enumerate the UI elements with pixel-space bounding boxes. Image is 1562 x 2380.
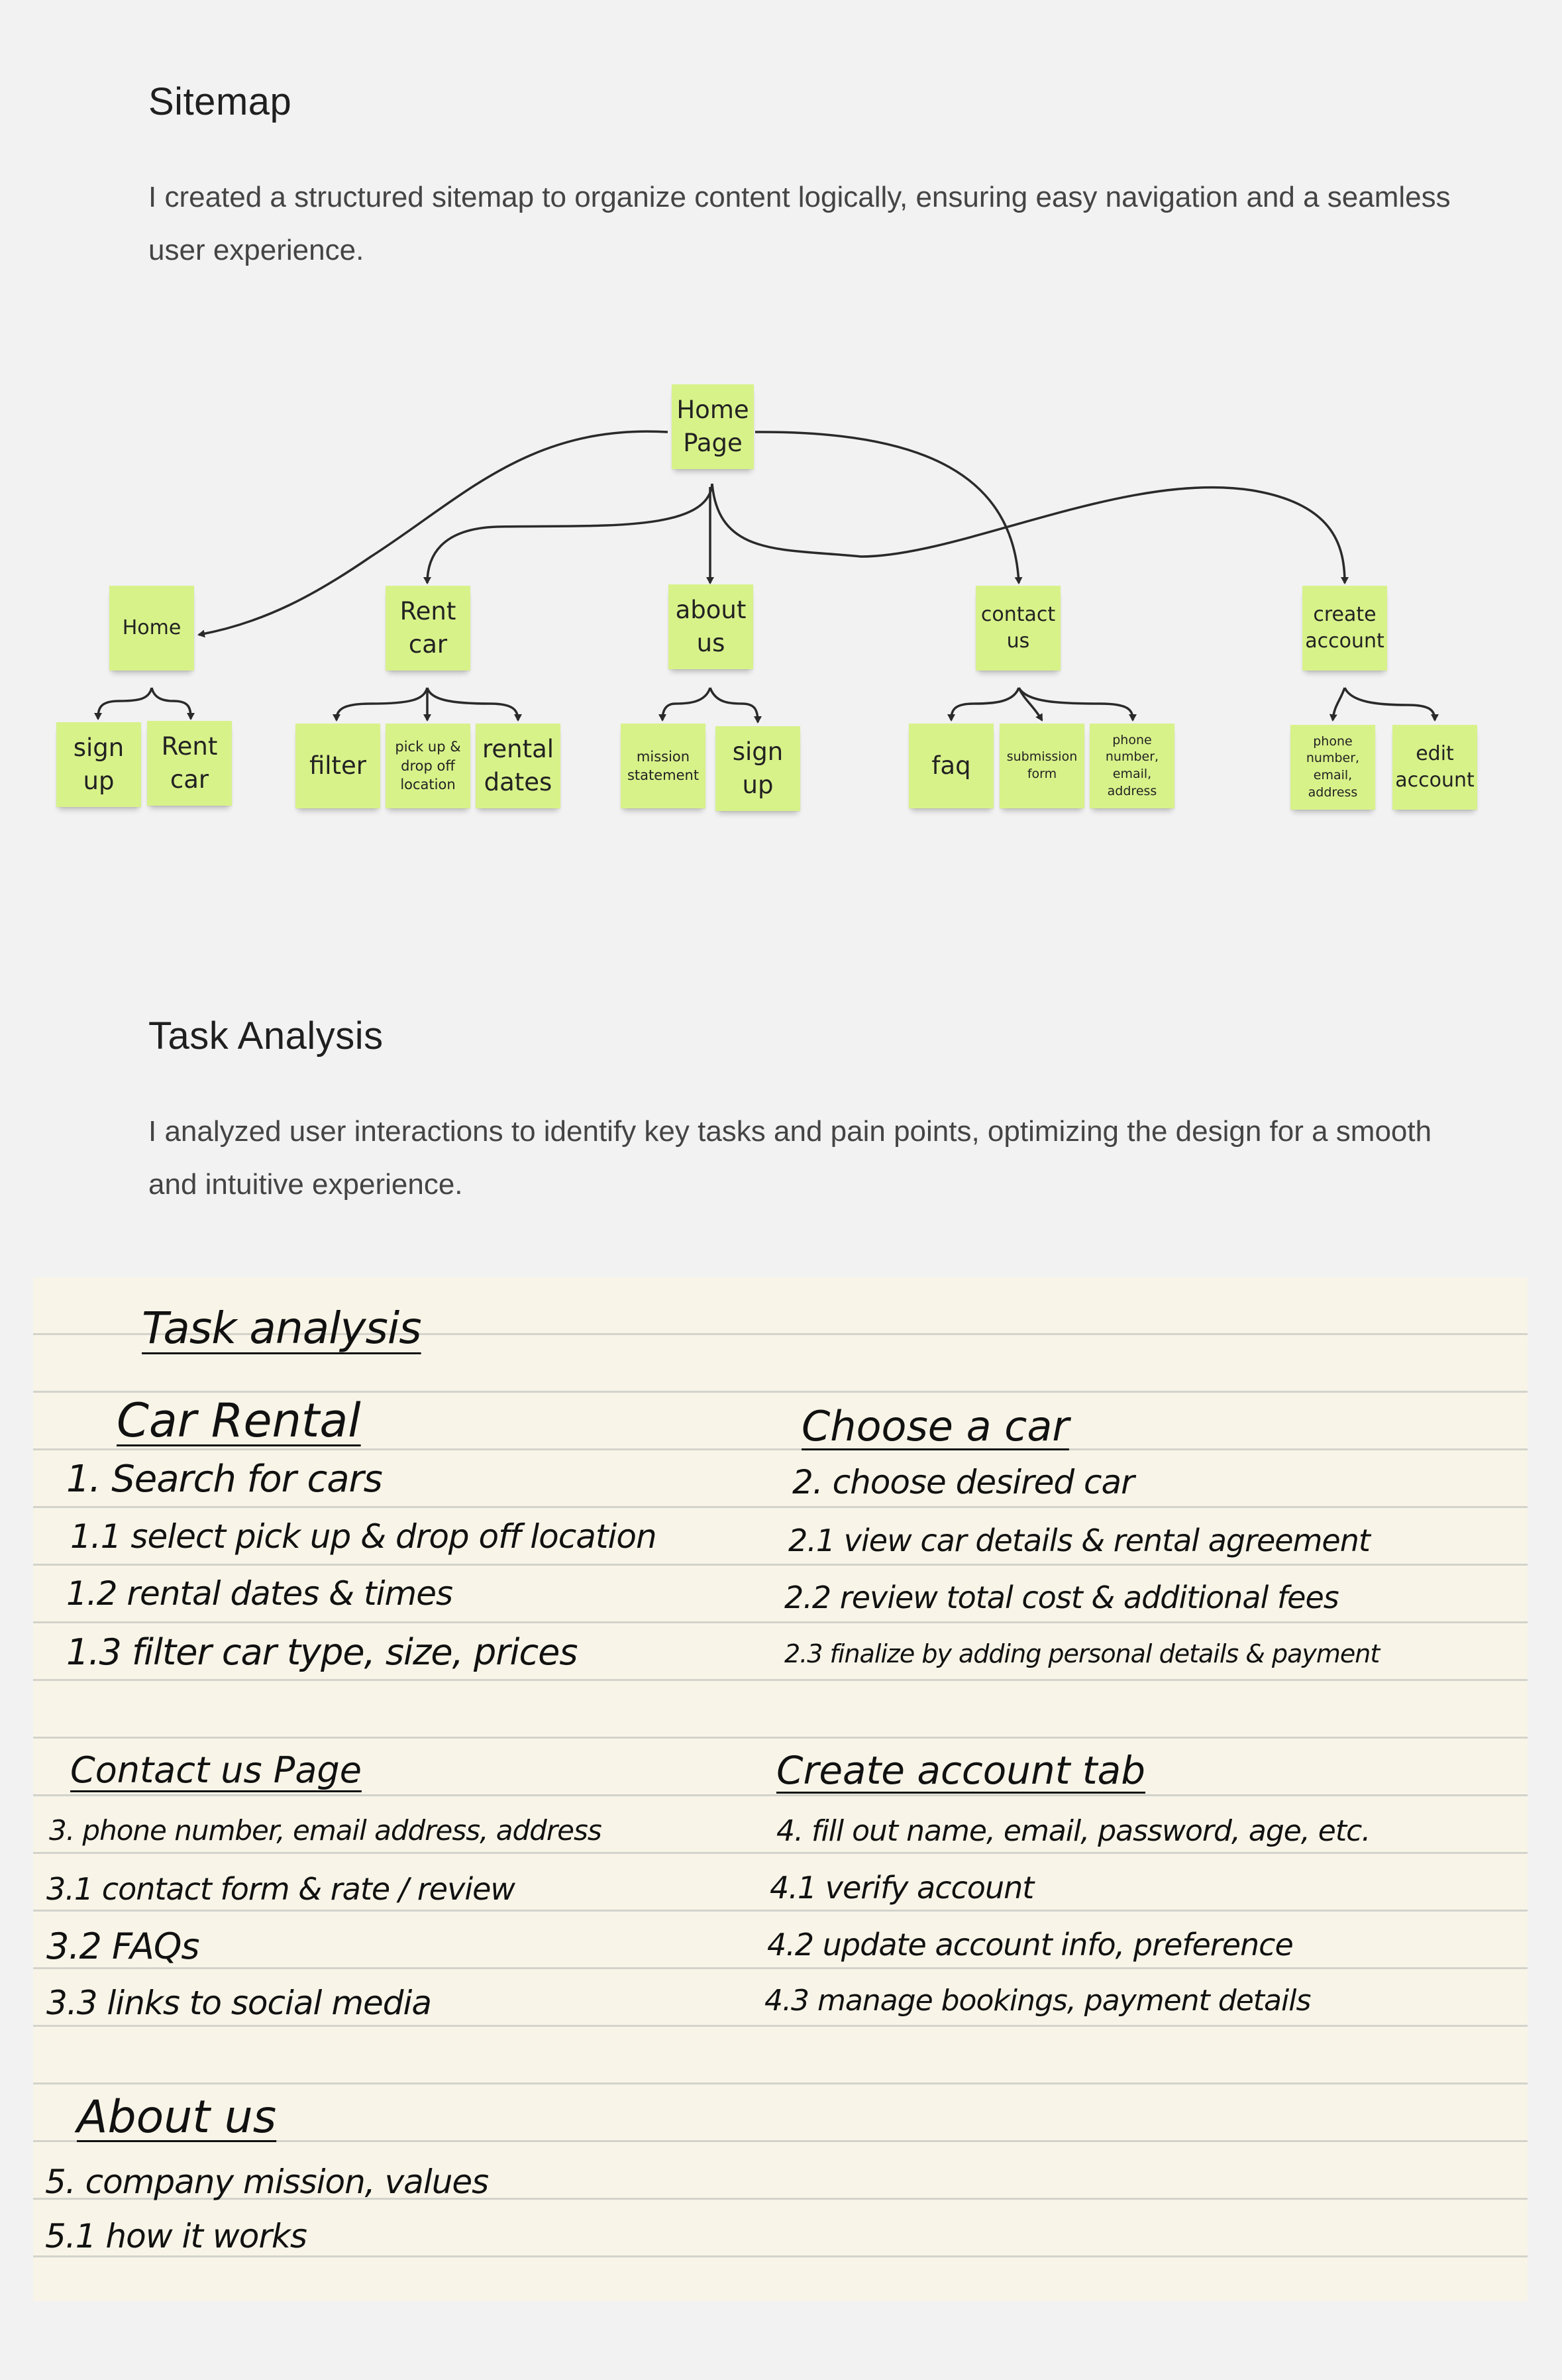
notebook-heading: Task analysis: [142, 1303, 422, 1354]
sitemap-section-note: Home: [109, 586, 194, 671]
task-item: 2.3 finalize by adding personal details …: [784, 1639, 1380, 1668]
sitemap-child-note: Rent car: [147, 721, 232, 806]
group-title: Choose a car: [802, 1402, 1069, 1450]
sitemap-child-note: pick up & drop off location: [386, 724, 470, 808]
task-analysis-description: I analyzed user interactions to identify…: [148, 1115, 1432, 1201]
connector-home: [197, 430, 668, 638]
task-item: 1.3 filter car type, size, prices: [66, 1631, 578, 1673]
task-item: 5. company mission, values: [45, 2163, 489, 2201]
sitemap-diagram: Home Page Home sign up Rent car Rent car…: [0, 358, 1562, 861]
sitemap-title: Sitemap: [148, 80, 292, 123]
task-item: 5.1 how it works: [45, 2217, 307, 2255]
sitemap-description: I created a structured sitemap to organi…: [148, 181, 1451, 266]
task-item: 4.3 manage bookings, payment details: [764, 1984, 1311, 2018]
sitemap-child-note: edit account: [1392, 725, 1477, 810]
task-item: 2.1 view car details & rental agreement: [788, 1523, 1371, 1558]
task-analysis-notebook: Task analysis Car Rental 1. Search for c…: [33, 1277, 1528, 2301]
connector-create-account: [711, 483, 1349, 584]
sitemap-connectors: [94, 430, 1439, 724]
sitemap-child-note: sign up: [56, 722, 141, 807]
sitemap-section-note: create account: [1302, 586, 1387, 671]
sitemap-child-note: faq: [909, 724, 994, 808]
sitemap-child-note: filter: [295, 724, 380, 808]
task-item: 3. phone number, email address, address: [49, 1814, 602, 1847]
task-item: 3.2 FAQs: [46, 1925, 200, 1967]
sitemap-child-note: sign up: [715, 726, 800, 811]
task-item: 4.2 update account info, preference: [767, 1927, 1294, 1963]
sitemap-section-note: Rent car: [386, 586, 470, 671]
task-item: 4. fill out name, email, password, age, …: [776, 1814, 1371, 1848]
task-item: 1. Search for cars: [66, 1458, 383, 1501]
task-item: 1.2 rental dates & times: [66, 1574, 453, 1613]
sitemap-section-note: about us: [668, 584, 753, 669]
task-item: 3.1 contact form & rate / review: [46, 1871, 515, 1907]
group-title: About us: [77, 2091, 277, 2143]
sitemap-section-note: contact us: [976, 586, 1061, 671]
sitemap-child-note: phone number, email, address: [1090, 724, 1174, 808]
group-title: Contact us Page: [70, 1749, 362, 1791]
connector-contact-us: [755, 431, 1023, 584]
task-item: 2. choose desired car: [792, 1463, 1135, 1501]
connector-rent-car: [423, 483, 713, 584]
task-item: 3.3 links to social media: [46, 1984, 432, 2022]
task-item: 2.2 review total cost & additional fees: [784, 1580, 1339, 1615]
sitemap-child-note: mission statement: [621, 724, 705, 808]
group-title: Car Rental: [117, 1393, 361, 1448]
group-title: Create account tab: [776, 1748, 1146, 1793]
task-item: 4.1 verify account: [770, 1870, 1034, 1906]
task-item: 1.1 select pick up & drop off location: [70, 1517, 657, 1556]
sitemap-child-note: submission form: [1000, 724, 1084, 808]
sitemap-child-note: rental dates: [476, 724, 560, 808]
sitemap-child-note: phone number, email, address: [1290, 725, 1375, 810]
sitemap-root-note: Home Page: [672, 384, 754, 469]
task-analysis-title: Task Analysis: [148, 1014, 384, 1057]
